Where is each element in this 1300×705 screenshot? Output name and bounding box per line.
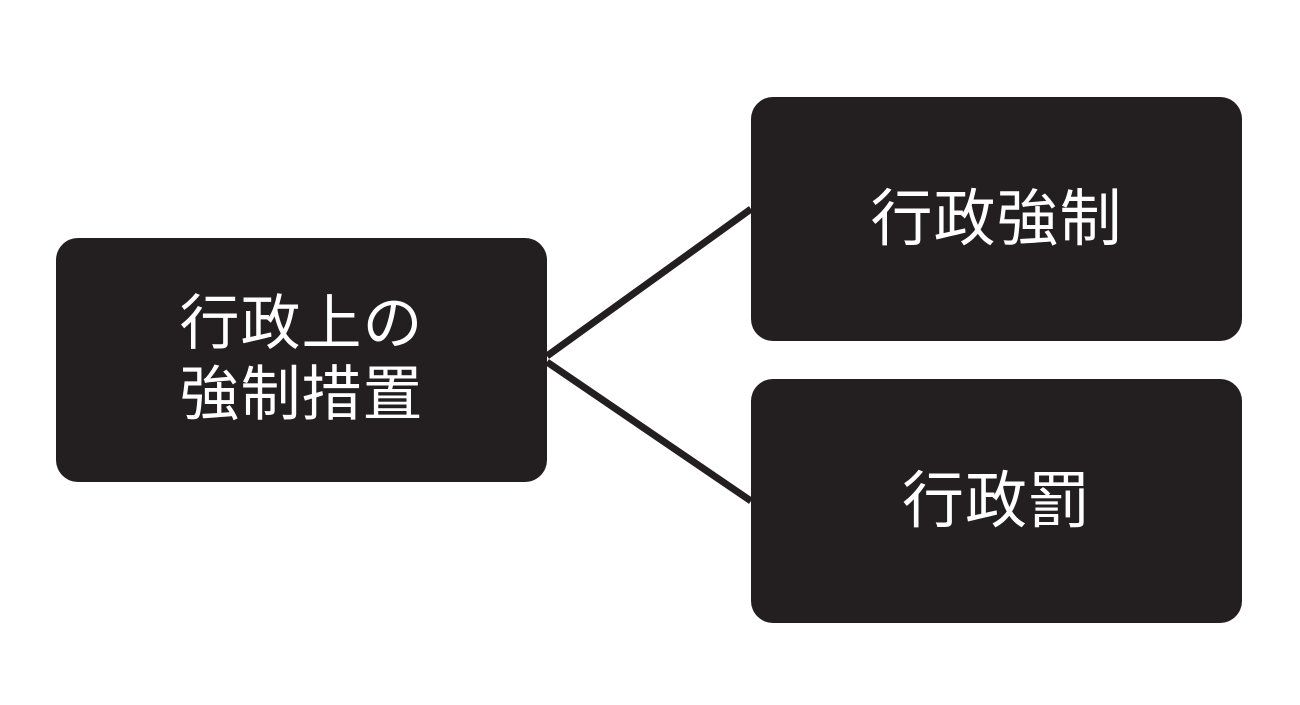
child-node-gyoseibatsu: 行政罰 [751, 379, 1242, 623]
root-node-text: 行政上の 強制措置 [180, 289, 424, 431]
root-node-label-line2: 強制措置 [179, 360, 424, 430]
child-node-label: 行政罰 [901, 464, 1091, 538]
root-node: 行政上の 強制措置 [56, 238, 547, 482]
root-node-label-line1: 行政上の [179, 289, 424, 360]
connector-to-gyosei-kyosei [544, 206, 754, 359]
child-node-gyosei-kyosei: 行政強制 [751, 97, 1242, 341]
child-node-label: 行政強制 [870, 182, 1123, 256]
connector-to-gyoseibatsu [545, 359, 753, 504]
